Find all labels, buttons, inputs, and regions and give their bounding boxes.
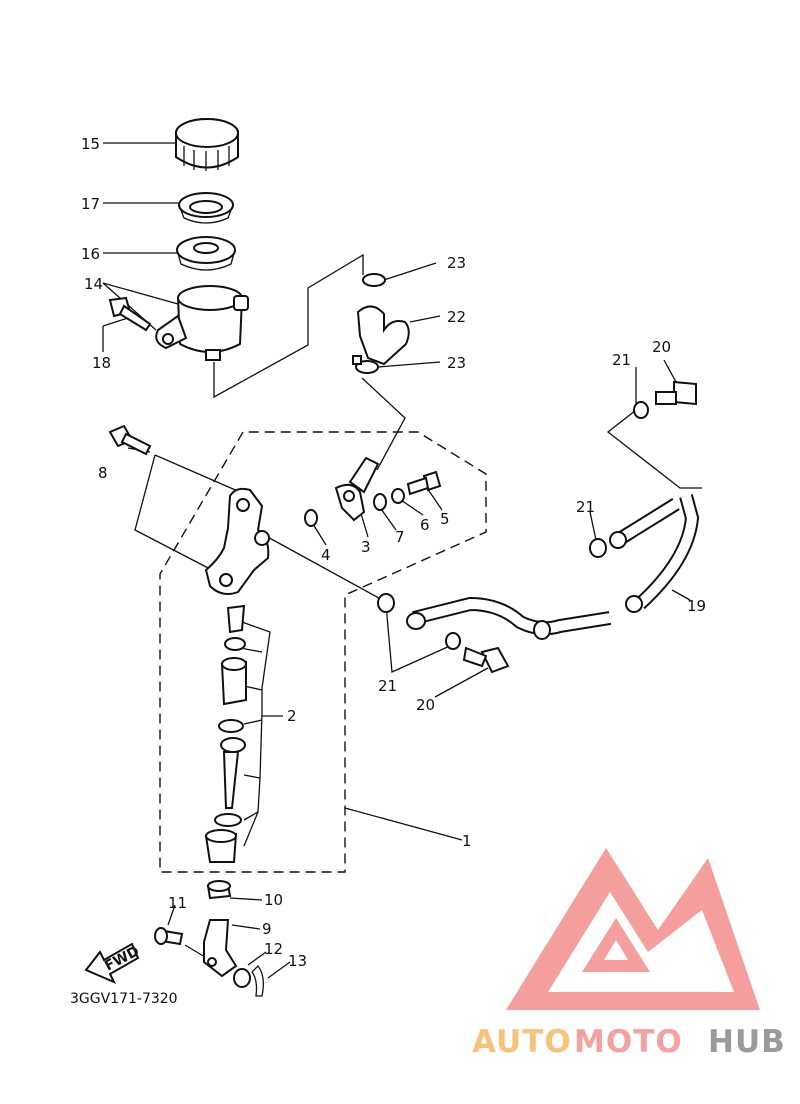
hose-joint-3 xyxy=(334,456,380,522)
callout-20-lower: 20 xyxy=(416,696,435,714)
washer-12 xyxy=(233,968,251,988)
washer-6 xyxy=(391,488,405,504)
hose-clip-23-top xyxy=(362,273,386,287)
callout-7: 7 xyxy=(395,528,405,546)
pin-11 xyxy=(154,927,184,946)
reservoir-hose-22 xyxy=(356,305,410,366)
callout-8: 8 xyxy=(98,464,108,482)
diaphragm-holder-17 xyxy=(178,192,234,224)
watermark-moto: MOTO xyxy=(574,1024,683,1060)
fwd-label: FWD xyxy=(102,943,142,974)
callout-6: 6 xyxy=(420,516,430,534)
callout-5: 5 xyxy=(440,510,450,528)
automotohub-logo-icon xyxy=(506,848,760,1010)
callout-4: 4 xyxy=(321,546,331,564)
callout-19: 19 xyxy=(687,597,706,615)
callout-10: 10 xyxy=(264,891,283,909)
washer-7 xyxy=(373,493,387,511)
callout-15: 15 xyxy=(81,135,100,153)
callout-21-upper: 21 xyxy=(612,351,631,369)
callout-3: 3 xyxy=(361,538,371,556)
assembly-boundary xyxy=(159,431,487,873)
callout-18: 18 xyxy=(92,354,111,372)
nut-10 xyxy=(206,880,232,900)
callout-11: 11 xyxy=(168,894,187,912)
forward-arrow-icon: FWD xyxy=(84,942,142,984)
callout-21-middle: 21 xyxy=(576,498,595,516)
union-bolt-20-upper xyxy=(655,380,697,406)
diaphragm-16 xyxy=(176,236,236,271)
callout-2: 2 xyxy=(287,707,297,725)
copper-washer-21-lower xyxy=(377,593,461,650)
callout-9: 9 xyxy=(262,920,272,938)
union-bolt-20-lower xyxy=(462,646,510,674)
callout-16: 16 xyxy=(81,245,100,263)
callout-20-upper: 20 xyxy=(652,338,671,356)
copper-washer-21-upper xyxy=(633,401,649,419)
cotter-pin-13 xyxy=(251,965,264,997)
watermark-auto: AUTO xyxy=(472,1024,572,1060)
reservoir-cap-15 xyxy=(175,118,239,171)
diagram-code: 3GGV171-7320 xyxy=(70,991,178,1007)
callout-21-lower: 21 xyxy=(378,677,397,695)
copper-washer-21-middle xyxy=(589,538,607,558)
piston-kit-2 xyxy=(204,604,247,863)
master-cylinder-body xyxy=(204,487,270,595)
hose-clip-23-bottom xyxy=(352,355,379,374)
reservoir-tank-14 xyxy=(155,285,249,361)
automotohub-watermark: AUTO MOTO HUB xyxy=(472,1024,786,1060)
callout-13: 13 xyxy=(288,952,307,970)
callout-numbers: 15 17 16 14 18 23 22 23 8 4 3 7 6 5 21 2… xyxy=(81,135,706,970)
callout-23-bottom: 23 xyxy=(447,354,466,372)
screw-5 xyxy=(406,470,442,496)
bolt-8 xyxy=(108,424,152,456)
callout-14: 14 xyxy=(84,275,103,293)
watermark-hub: HUB xyxy=(708,1024,786,1060)
callout-22: 22 xyxy=(447,308,466,326)
callout-17: 17 xyxy=(81,195,100,213)
callout-1: 1 xyxy=(462,832,472,850)
bolt-18 xyxy=(108,296,152,332)
callout-12: 12 xyxy=(264,940,283,958)
callout-23-top: 23 xyxy=(447,254,466,272)
o-ring-4 xyxy=(304,509,318,527)
clevis-9 xyxy=(203,919,238,978)
brake-hose-19 xyxy=(406,494,700,640)
